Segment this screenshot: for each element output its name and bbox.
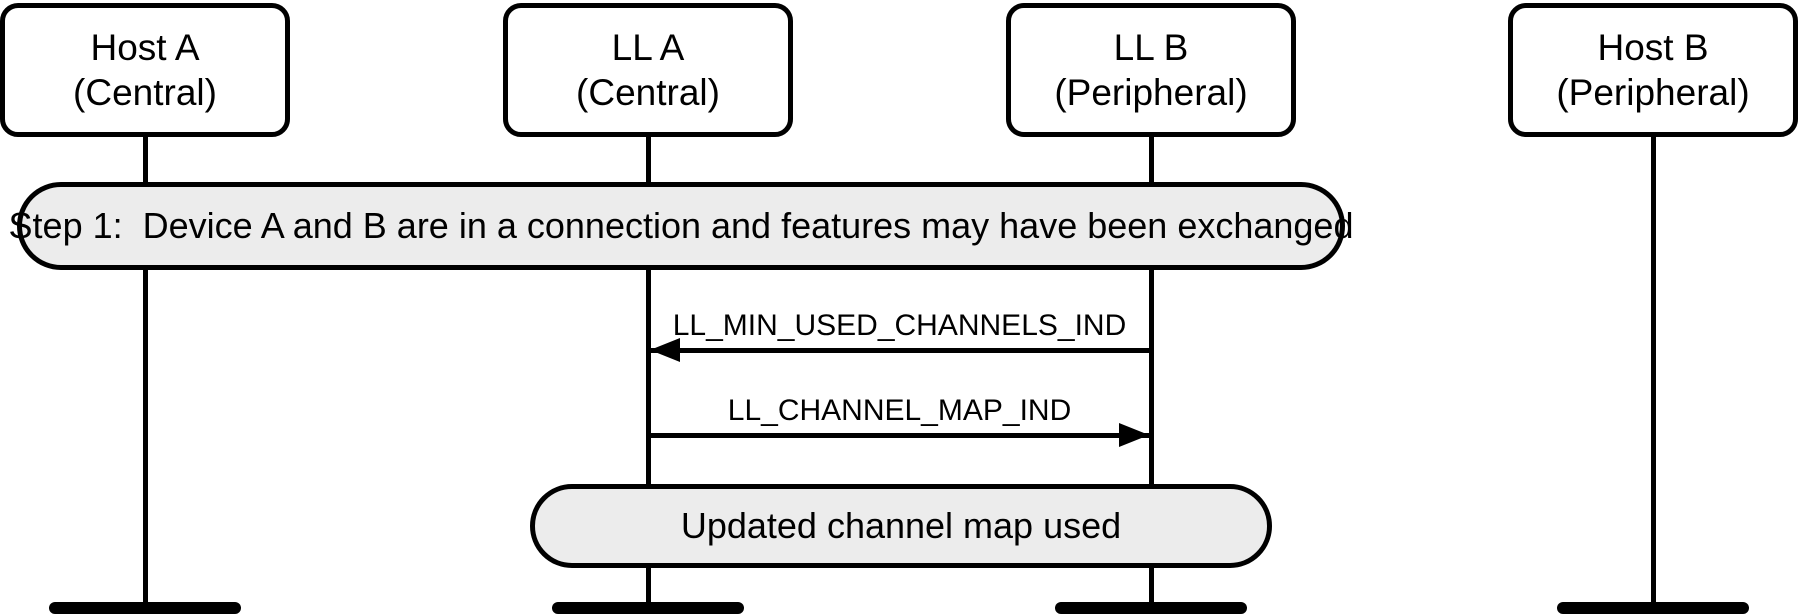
actor-box-host-b: Host B (Peripheral) [1508, 3, 1798, 137]
actor-box-host-a: Host A (Central) [0, 3, 290, 137]
actor-name: LL A [611, 27, 685, 68]
note-updated-channel-map: Updated channel map used [530, 484, 1272, 568]
lifeline-ll-b [1149, 134, 1154, 604]
arrowhead-left-icon [650, 338, 680, 362]
actor-box-ll-a: LL A (Central) [503, 3, 793, 137]
message-label-min-used-channels: LL_MIN_USED_CHANNELS_IND [672, 309, 1127, 342]
terminator-bar-host-a [49, 602, 241, 614]
actor-role: (Central) [576, 72, 720, 113]
terminator-bar-host-b [1557, 602, 1749, 614]
actor-role: (Central) [73, 72, 217, 113]
message-line-channel-map [648, 433, 1151, 438]
terminator-bar-ll-a [552, 602, 744, 614]
actor-name: Host A [90, 27, 200, 68]
step-banner-text: Step 1: Device A and B are in a connecti… [8, 205, 1354, 246]
actor-role: (Peripheral) [1556, 72, 1750, 113]
actor-name: LL B [1113, 27, 1189, 68]
actor-box-ll-b: LL B (Peripheral) [1006, 3, 1296, 137]
lifeline-ll-a [646, 134, 651, 604]
step-banner: Step 1: Device A and B are in a connecti… [9, 182, 1353, 270]
actor-name: Host B [1597, 27, 1709, 68]
lifeline-host-b [1651, 134, 1656, 604]
actor-role: (Peripheral) [1054, 72, 1248, 113]
terminator-bar-ll-b [1055, 602, 1247, 614]
arrowhead-right-icon [1119, 423, 1149, 447]
lifeline-host-a [143, 134, 148, 604]
message-line-min-used-channels [648, 348, 1151, 353]
message-label-channel-map: LL_CHANNEL_MAP_IND [727, 394, 1072, 427]
note-text: Updated channel map used [680, 505, 1122, 546]
